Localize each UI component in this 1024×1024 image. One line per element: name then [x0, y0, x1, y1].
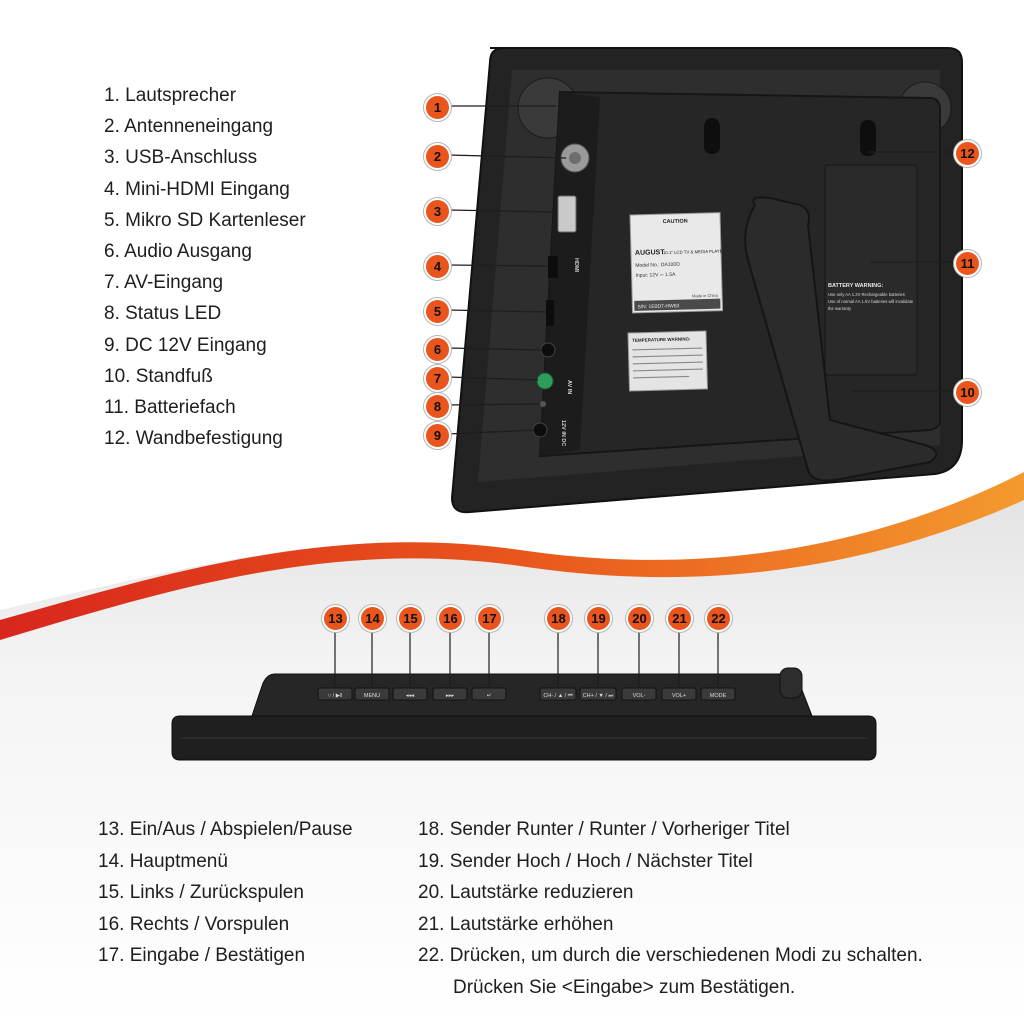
callout-badge-1: 1 — [424, 94, 451, 121]
status-led — [540, 401, 546, 407]
label-serial-bar — [634, 298, 721, 311]
callout-badge-9: 9 — [424, 422, 451, 449]
feature-13: 13. Ein/Aus / Abspielen/Pause — [98, 819, 353, 840]
callout-badge-5: 5 — [424, 298, 451, 325]
top-button-label-22: MODE — [710, 693, 727, 699]
callout-badge-19: 19 — [585, 605, 612, 632]
top-button-label-20: VOL- — [633, 693, 646, 699]
av-port-label: AV IN — [566, 380, 572, 394]
callout-badge-3: 3 — [424, 198, 451, 225]
stand-foot — [744, 196, 938, 482]
wall-mount-hole-left — [704, 118, 720, 154]
battery-warning-title: BATTERY WARNING: — [828, 283, 883, 289]
wall-mount-hole-right — [860, 120, 876, 156]
callout-badge-12: 12 — [954, 140, 981, 167]
battery-warning-line1: Use only AA 1.2V Rechargeable batteries — [828, 292, 905, 297]
top-features-list-left: 13. Ein/Aus / Abspielen/Pause 14. Hauptm… — [98, 818, 353, 976]
label-input: Input: 12V ⎓ 1.5A — [636, 272, 677, 279]
battery-warning-line2: Use of normal AA 1.5V batteries will inv… — [828, 299, 914, 304]
callout-badge-18: 18 — [545, 605, 572, 632]
label-caution: CAUTION — [663, 218, 688, 225]
sd-card-slot — [546, 300, 554, 326]
back-features-list: 1. Lautsprecher 2. Antenneneingang 3. US… — [104, 84, 306, 458]
temperature-warning-sticker: TEMPERATURE WARNING: — [627, 330, 709, 392]
top-leader-lines — [334, 630, 719, 688]
top-features-list-right: 18. Sender Runter / Runter / Vorheriger … — [418, 818, 923, 1007]
feature-8: 8. Status LED — [104, 303, 222, 325]
callout-badge-14: 14 — [359, 605, 386, 632]
callout-badge-21: 21 — [666, 605, 693, 632]
feature-2: 2. Antenneneingang — [104, 116, 274, 138]
feature-3: 3. USB-Anschluss — [104, 147, 258, 169]
callout-badge-17: 17 — [476, 605, 503, 632]
callout-leader-lines — [447, 105, 955, 435]
feature-9: 9. DC 12V Eingang — [104, 334, 267, 356]
feature-10: 10. Standfuß — [104, 365, 213, 387]
label-sticker: CAUTION AUGUST 10.1" LCD TV & MEDIA PLAY… — [629, 212, 726, 314]
feature-19: 19. Sender Hoch / Hoch / Nächster Titel — [418, 850, 753, 872]
swoosh-stripe — [0, 472, 1024, 640]
tv-top-knob — [779, 667, 803, 699]
top-button-label-13: ○ / ▶‖ — [328, 693, 342, 699]
dc-port-label: 12V IN DC — [560, 420, 566, 446]
feature-16: 16. Rechts / Vorspulen — [98, 913, 290, 935]
feature-14: 14. Hauptmenü — [98, 850, 228, 872]
top-button-label-17: ↵ — [487, 693, 492, 699]
connector-panel — [540, 92, 600, 456]
top-button-label-15: ◂◂◂ — [406, 693, 415, 699]
callout-badge-11: 11 — [954, 250, 981, 277]
feature-11: 11. Batteriefach — [104, 396, 236, 418]
battery-warning-sticker: BATTERY WARNING: Use only AA 1.2V Rechar… — [828, 283, 914, 311]
top-button-label-18: CH- / ▲ / ⏮ — [543, 693, 572, 699]
callout-badge-7: 7 — [424, 365, 451, 392]
callout-badge-6: 6 — [424, 336, 451, 363]
label-brand: AUGUST — [635, 249, 665, 257]
callout-badge-15: 15 — [397, 605, 424, 632]
temp-sticker-title: TEMPERATURE WARNING: — [632, 336, 691, 343]
top-button-label-16: ▸▸▸ — [446, 693, 455, 699]
antenna-port-center — [569, 152, 581, 164]
feature-20: 20. Lautstärke reduzieren — [418, 882, 634, 903]
feature-1: 1. Lautsprecher — [104, 85, 237, 106]
callout-badge-10: 10 — [954, 379, 981, 406]
label-model: Model No.: DA100D — [635, 262, 680, 269]
top-button-label-14: MENU — [364, 693, 380, 699]
feature-4: 4. Mini-HDMI Eingang — [104, 178, 290, 200]
callout-badge-8: 8 — [424, 393, 451, 420]
usb-port — [557, 195, 577, 233]
feature-7: 7. AV-Eingang — [104, 272, 224, 294]
feature-22-continued: Drücken Sie <Eingabe> zum Bestätigen. — [453, 976, 796, 998]
callout-badge-4: 4 — [424, 253, 451, 280]
label-made-in: Made in China — [692, 293, 719, 299]
av-port — [536, 372, 554, 390]
top-button-label-19: CH+ / ▼ / ⏭ — [583, 693, 614, 699]
mini-hdmi-port — [548, 256, 558, 278]
feature-17: 17. Eingabe / Bestätigen — [98, 945, 306, 966]
callout-badge-2: 2 — [424, 143, 451, 170]
feature-12: 12. Wandbefestigung — [104, 428, 283, 450]
feature-5: 5. Mikro SD Kartenleser — [104, 209, 306, 231]
callout-badge-22: 22 — [705, 605, 732, 632]
hdmi-port-label: HDMI — [573, 258, 579, 273]
feature-6: 6. Audio Ausgang — [104, 240, 252, 262]
feature-18: 18. Sender Runter / Runter / Vorheriger … — [418, 819, 790, 840]
callout-badge-13: 13 — [322, 605, 349, 632]
callout-badge-20: 20 — [626, 605, 653, 632]
tv-back-illustration: CAUTION AUGUST 10.1" LCD TV & MEDIA PLAY… — [447, 47, 963, 514]
battery-warning-line3: the warranty — [828, 306, 852, 311]
feature-21: 21. Lautstärke erhöhen — [418, 913, 614, 935]
feature-22: 22. Drücken, um durch die verschiedenen … — [418, 945, 923, 966]
label-product: 10.1" LCD TV & MEDIA PLAYER — [663, 249, 726, 256]
callout-badge-16: 16 — [437, 605, 464, 632]
top-button-label-21: VOL+ — [672, 693, 686, 699]
feature-15: 15. Links / Zurückspulen — [98, 882, 304, 903]
label-sticker-bg — [629, 212, 724, 314]
battery-compartment — [824, 164, 918, 376]
label-serial: S/N: 1E0D7-HW83 — [637, 303, 679, 310]
